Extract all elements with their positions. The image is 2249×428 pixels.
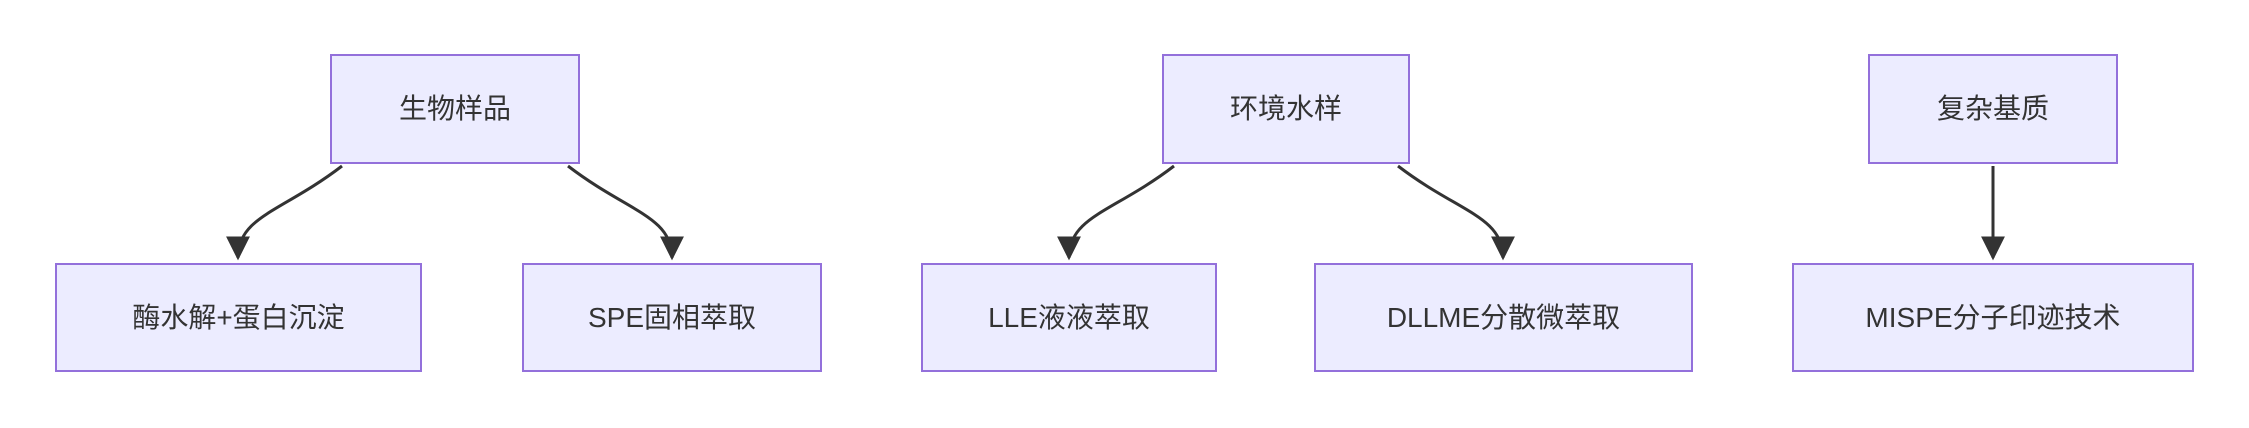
node-spe: SPE固相萃取 <box>522 263 822 372</box>
node-dllme: DLLME分散微萃取 <box>1314 263 1693 372</box>
node-mispe-label: MISPE分子印迹技术 <box>1865 301 2121 333</box>
node-complex-matrix: 复杂基质 <box>1868 54 2118 164</box>
node-env-water: 环境水样 <box>1162 54 1410 164</box>
node-spe-label: SPE固相萃取 <box>587 301 757 333</box>
edge-bio-to-spe <box>567 164 684 261</box>
edge-water-to-dllme <box>1397 164 1515 261</box>
node-complex-matrix-label: 复杂基质 <box>1936 93 2049 125</box>
node-enzyme-hydrolysis-label: 酶水解+蛋白沉淀 <box>132 301 345 333</box>
edge-bio-to-enzyme <box>226 164 343 261</box>
node-lle-label: LLE液液萃取 <box>988 301 1150 333</box>
node-dllme-label: DLLME分散微萃取 <box>1386 301 1621 333</box>
node-bio-sample-label: 生物样品 <box>398 93 511 125</box>
node-enzyme-hydrolysis: 酶水解+蛋白沉淀 <box>55 263 422 372</box>
node-lle: LLE液液萃取 <box>921 263 1217 372</box>
node-bio-sample: 生物样品 <box>330 54 580 164</box>
node-env-water-label: 环境水样 <box>1229 93 1342 125</box>
edge-water-to-lle <box>1057 164 1175 261</box>
node-mispe: MISPE分子印迹技术 <box>1792 263 2194 372</box>
